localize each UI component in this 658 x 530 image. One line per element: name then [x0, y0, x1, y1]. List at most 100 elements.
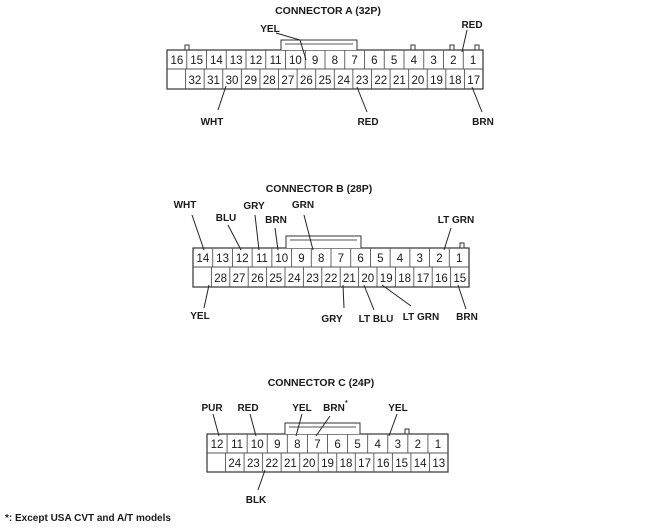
- pin-a-27: 27: [281, 75, 294, 87]
- pin-c-8: 8: [294, 439, 300, 451]
- pin-c-18: 18: [340, 458, 353, 470]
- pin-a-18: 18: [449, 75, 462, 87]
- connector-b-key: [459, 242, 465, 249]
- wire-label-b-ltgrn-19: LT GRN: [403, 312, 439, 323]
- pin-b-4: 4: [397, 253, 404, 265]
- pin-a-23: 23: [356, 75, 369, 87]
- pin-b-21: 21: [343, 273, 356, 285]
- leader-c-yel-3: [388, 413, 398, 437]
- pin-c-21: 21: [284, 458, 297, 470]
- pin-a-29: 29: [244, 75, 257, 87]
- connector-a-title: CONNECTOR A (32P): [275, 5, 381, 17]
- connector-b-title: CONNECTOR B (28P): [266, 183, 373, 195]
- pin-c-23: 23: [247, 458, 260, 470]
- pin-c-24: 24: [228, 458, 241, 470]
- wire-label-b-wht: WHT: [174, 200, 197, 211]
- pin-b-27: 27: [233, 273, 246, 285]
- pin-b-24: 24: [288, 273, 301, 285]
- leader-c-red-10: [249, 413, 257, 437]
- leader-c-brn-7: [315, 415, 331, 437]
- pin-c-12: 12: [211, 439, 224, 451]
- pin-a-8: 8: [332, 55, 338, 67]
- leader-b-brn-10: [274, 227, 279, 251]
- pin-a-15: 15: [190, 55, 203, 67]
- pin-b-14: 14: [196, 253, 209, 265]
- pin-b-8: 8: [318, 253, 324, 265]
- wire-label-c-yel-3: YEL: [388, 403, 407, 414]
- pin-b-19: 19: [380, 273, 393, 285]
- connector-c-title: CONNECTOR C (24P): [268, 377, 375, 389]
- pin-c-11: 11: [231, 439, 243, 451]
- pin-c-3: 3: [395, 439, 401, 451]
- connector-c-key: [404, 428, 410, 435]
- leader-b-yel-28: [203, 284, 210, 309]
- pin-a-7: 7: [351, 55, 357, 67]
- pin-c-6: 6: [334, 439, 340, 451]
- connector-a-key-1: [184, 44, 190, 51]
- pin-a-26: 26: [300, 75, 313, 87]
- wire-label-b-brn: BRN: [265, 215, 287, 226]
- connector-b-lock-tab: [285, 235, 362, 248]
- wire-label-a-red-23: RED: [357, 117, 378, 128]
- connector-a-key-2: [410, 44, 416, 51]
- wire-label-a-wht: WHT: [201, 117, 224, 128]
- pin-a-12: 12: [249, 55, 262, 67]
- pin-b-1: 1: [456, 253, 462, 265]
- pin-a-6: 6: [371, 55, 377, 67]
- pin-b-3: 3: [417, 253, 423, 265]
- pin-c-5: 5: [354, 439, 360, 451]
- pin-b-2: 2: [436, 253, 442, 265]
- leader-a-red-23: [356, 86, 368, 113]
- pin-a-20: 20: [412, 75, 425, 87]
- pin-a-14: 14: [210, 55, 223, 67]
- pin-b-28: 28: [214, 273, 227, 285]
- pin-a-17: 17: [467, 75, 480, 87]
- wire-label-a-yel: YEL: [260, 24, 279, 35]
- pin-a-4: 4: [411, 55, 418, 67]
- pin-c-19: 19: [321, 458, 334, 470]
- pin-b-16: 16: [435, 273, 448, 285]
- pin-c-7: 7: [314, 439, 320, 451]
- connector-a-lock-tab: [280, 39, 358, 50]
- wire-label-b-ltgrn-1: LT GRN: [438, 215, 474, 226]
- leader-c-yel-8: [295, 413, 303, 437]
- pin-b-13: 13: [216, 253, 229, 265]
- pin-a-30: 30: [226, 75, 239, 87]
- wire-label-b-gry-21: GRY: [321, 314, 343, 325]
- wire-label-c-brn-mark: *: [345, 400, 348, 407]
- connector-a-key-4: [474, 44, 480, 51]
- pin-c-22: 22: [265, 458, 278, 470]
- pin-b-26: 26: [251, 273, 264, 285]
- wire-label-a-red-1: RED: [461, 20, 482, 31]
- pin-a-32: 32: [188, 75, 201, 87]
- pin-b-23: 23: [306, 273, 319, 285]
- leader-b-wht-14: [191, 214, 205, 251]
- pin-a-21: 21: [393, 75, 406, 87]
- leader-b-ltblu-20: [363, 284, 375, 311]
- pin-a-1: 1: [470, 55, 476, 67]
- pin-b-5: 5: [377, 253, 383, 265]
- pin-c-4: 4: [375, 439, 382, 451]
- pin-c-17: 17: [358, 458, 371, 470]
- pin-c-13: 13: [432, 458, 445, 470]
- wire-label-c-red: RED: [237, 403, 258, 414]
- wire-label-b-ltblu: LT BLU: [359, 314, 394, 325]
- pin-b-12: 12: [236, 253, 249, 265]
- pin-b-11: 11: [256, 253, 268, 265]
- leader-b-ltgrn-1: [443, 227, 452, 251]
- pin-a-25: 25: [319, 75, 332, 87]
- wire-label-c-pur: PUR: [201, 403, 223, 414]
- leader-a-red-1: [461, 29, 468, 53]
- leader-b-blu-12: [227, 224, 242, 251]
- pin-b-10: 10: [275, 253, 288, 265]
- leader-c-blk-22: [257, 469, 266, 491]
- pin-a-3: 3: [430, 55, 436, 67]
- pin-a-9: 9: [312, 55, 318, 67]
- pin-c-16: 16: [377, 458, 390, 470]
- pin-b-22: 22: [325, 273, 338, 285]
